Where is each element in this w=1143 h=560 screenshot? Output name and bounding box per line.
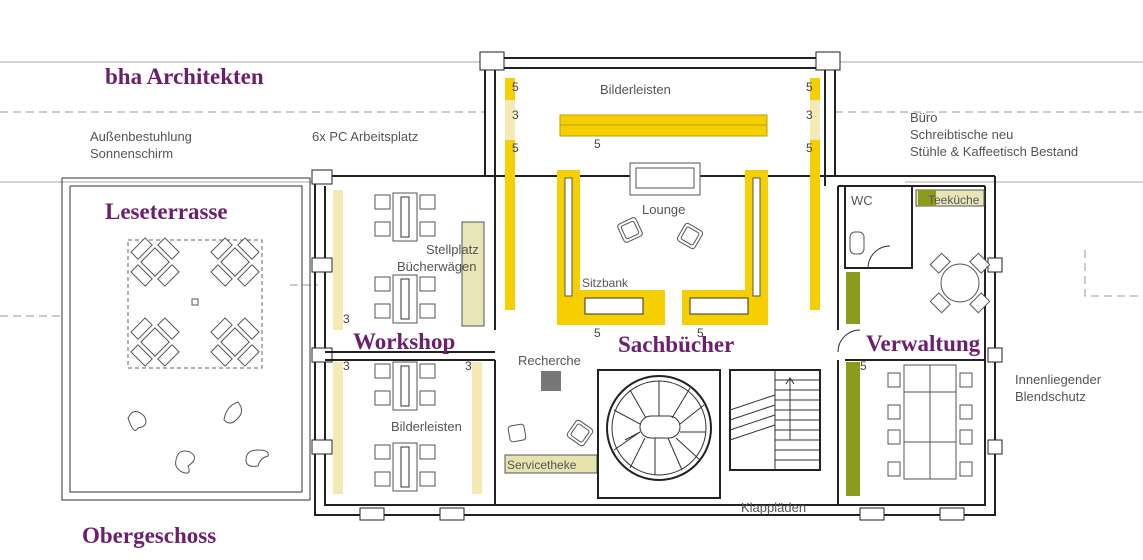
- label-bilderleisten-top: Bilderleisten: [600, 82, 671, 97]
- dim-5: 5: [512, 141, 519, 155]
- floor-title: Obergeschoss: [82, 523, 216, 548]
- note-stuehle: Stühle & Kaffeetisch Bestand: [910, 144, 1078, 159]
- verwaltung-furniture: [846, 252, 991, 496]
- label-buecherwaegen: Bücherwägen: [397, 259, 477, 274]
- dim-3: 3: [806, 108, 813, 122]
- room-label-workshop: Workshop: [353, 329, 455, 354]
- label-servicetheke: Servicetheke: [507, 458, 577, 472]
- dim-3: 3: [465, 359, 472, 373]
- dim-5: 5: [806, 141, 813, 155]
- dim-5: 5: [594, 326, 601, 340]
- note-sonnenschirm: Sonnenschirm: [90, 146, 173, 161]
- note-innenliegender: Innenliegender: [1015, 372, 1102, 387]
- workshop-tables: [374, 192, 436, 492]
- spiral-staircase: [597, 369, 721, 499]
- terrace-tables: [130, 237, 260, 367]
- dim-5: 5: [860, 359, 867, 373]
- dim-3: 3: [512, 108, 519, 122]
- label-lounge: Lounge: [642, 202, 685, 217]
- recherche-area: [504, 371, 598, 474]
- label-teekueche: Teeküche: [928, 193, 980, 207]
- dim-5: 5: [594, 137, 601, 151]
- label-klapplaeden: Klappläden: [741, 500, 806, 515]
- lounge-furniture: [617, 162, 704, 250]
- dimension-marks: 5 3 5 5 3 5 5 5 5 3 3 3 5: [343, 80, 867, 373]
- dim-3: 3: [343, 312, 350, 326]
- note-schreibtische: Schreibtische neu: [910, 127, 1013, 142]
- note-pc-arbeitsplatz: 6x PC Arbeitsplatz: [312, 129, 418, 144]
- straight-staircase: [729, 369, 821, 471]
- site-lines: [0, 61, 1143, 317]
- room-label-leseterrasse: Leseterrasse: [105, 199, 228, 224]
- wc-fixtures: [849, 189, 985, 255]
- workshop-shelves: [333, 190, 485, 494]
- label-sitzbank: Sitzbank: [582, 276, 629, 290]
- sachbuecher-shelves: [505, 78, 820, 325]
- interior-walls: [325, 185, 985, 505]
- terrace-plants: [127, 401, 269, 474]
- note-buero: Büro: [910, 110, 937, 125]
- note-aussenbestuhlung: Außenbestuhlung: [90, 129, 192, 144]
- dim-5: 5: [512, 80, 519, 94]
- note-blendschutz: Blendschutz: [1015, 389, 1086, 404]
- dim-5: 5: [806, 80, 813, 94]
- label-recherche: Recherche: [518, 353, 581, 368]
- label-stellplatz: Stellplatz: [426, 242, 479, 257]
- room-label-verwaltung: Verwaltung: [866, 331, 981, 356]
- architect-title: bha Architekten: [105, 64, 264, 89]
- dim-5: 5: [697, 326, 704, 340]
- terrace: [61, 177, 311, 501]
- dim-3: 3: [343, 359, 350, 373]
- building-walls: [311, 51, 1003, 521]
- room-label-sachbuecher: Sachbücher: [618, 332, 734, 357]
- label-wc: WC: [851, 193, 873, 208]
- label-bilderleisten-workshop: Bilderleisten: [391, 419, 462, 434]
